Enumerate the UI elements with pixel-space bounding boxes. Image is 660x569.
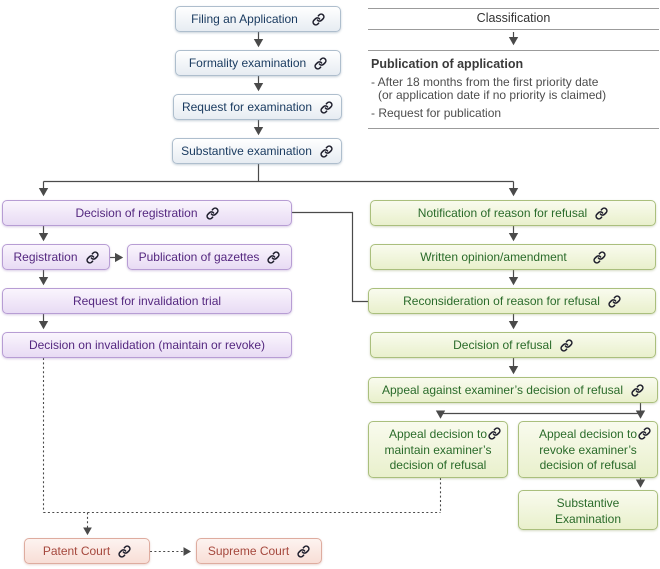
node-label-line: revoke examiner’s <box>539 442 637 457</box>
link-icon <box>314 56 327 70</box>
node-label-line: decision of refusal <box>389 458 487 472</box>
node-request-for-invalidation-trial: Request for invalidation trial <box>2 288 292 314</box>
node-substantive-examination-appeal: Substantive Examination <box>518 490 658 530</box>
node-label: Notification of reason for refusal <box>417 206 588 220</box>
separator-rules <box>368 8 659 129</box>
node-label: Substantive examination <box>181 144 312 158</box>
node-label: Formality examination <box>188 56 307 70</box>
node-formality-examination[interactable]: Formality examination <box>175 50 341 76</box>
publication-panel: Publication of application - After 18 mo… <box>371 57 659 120</box>
link-icon <box>488 427 501 440</box>
link-icon <box>593 250 606 264</box>
node-label: Filing an Application <box>191 12 298 26</box>
node-substantive-examination[interactable]: Substantive examination <box>172 138 342 164</box>
link-icon <box>638 427 651 440</box>
link-icon <box>205 206 219 220</box>
link-icon <box>320 100 333 114</box>
publication-title: Publication of application <box>371 57 524 71</box>
node-decision-of-registration[interactable]: Decision of registration <box>2 200 292 226</box>
node-supreme-court[interactable]: Supreme Court <box>196 538 322 564</box>
node-label: Decision of refusal <box>453 338 552 352</box>
link-icon <box>297 544 310 558</box>
node-label-line: Examination <box>554 511 622 526</box>
node-written-opinion-amendment[interactable]: Written opinion/amendment <box>370 244 656 270</box>
link-icon <box>118 544 131 558</box>
node-label: Written opinion/amendment <box>420 250 567 264</box>
publication-bullet: - Request for publication <box>371 105 502 120</box>
node-label-line: Substantive <box>556 496 620 510</box>
link-icon <box>85 250 99 264</box>
link-icon <box>312 12 325 26</box>
node-label: Registration <box>13 250 78 264</box>
node-appeal-against-examiners-decision[interactable]: Appeal against examiner’s decision of re… <box>368 377 658 403</box>
publication-bullet: - After 18 months from the first priorit… <box>371 74 599 89</box>
node-label: Decision on invalidation (maintain or re… <box>28 338 266 352</box>
link-icon <box>267 250 280 264</box>
node-label-line: decision of refusal <box>539 458 637 472</box>
link-icon <box>320 144 333 158</box>
solid-arrows <box>38 32 646 488</box>
node-publication-of-gazettes[interactable]: Publication of gazettes <box>127 244 292 270</box>
node-decision-of-refusal[interactable]: Decision of refusal <box>370 332 656 358</box>
node-label: Request for examination <box>181 100 313 114</box>
node-label: Decision of registration <box>75 206 198 220</box>
classification-label: Classification <box>476 11 551 25</box>
link-icon <box>595 206 608 220</box>
node-label: Supreme Court <box>207 544 290 558</box>
node-request-for-examination[interactable]: Request for examination <box>173 94 342 120</box>
dotted-connectors <box>42 358 442 556</box>
node-label: Patent Court <box>42 544 111 558</box>
node-label: Publication of gazettes <box>138 250 260 264</box>
node-filing-application[interactable]: Filing an Application <box>175 6 341 32</box>
link-icon <box>631 383 644 397</box>
node-notification-of-reason-for-refusal[interactable]: Notification of reason for refusal <box>370 200 656 226</box>
node-appeal-decision-maintain[interactable]: Appeal decision to maintain examiner’s d… <box>368 421 508 478</box>
node-label: Appeal against examiner’s decision of re… <box>381 383 624 397</box>
link-icon <box>608 294 621 308</box>
node-reconsideration-of-reason-for-refusal[interactable]: Reconsideration of reason for refusal <box>368 288 656 314</box>
node-patent-court[interactable]: Patent Court <box>24 538 150 564</box>
node-label-line: Appeal decision to <box>538 427 638 441</box>
node-registration[interactable]: Registration <box>2 244 110 270</box>
node-label: Request for invalidation trial <box>72 294 222 308</box>
node-label: Reconsideration of reason for refusal <box>403 294 600 308</box>
node-label-line: Appeal decision to <box>388 427 488 441</box>
node-label-line: maintain examiner’s <box>384 442 492 457</box>
node-decision-on-invalidation: Decision on invalidation (maintain or re… <box>2 332 292 358</box>
publication-bullet-continuation: (or application date if no priority is c… <box>378 88 607 102</box>
node-appeal-decision-revoke[interactable]: Appeal decision to revoke examiner’s dec… <box>518 421 658 478</box>
link-icon <box>560 338 573 352</box>
